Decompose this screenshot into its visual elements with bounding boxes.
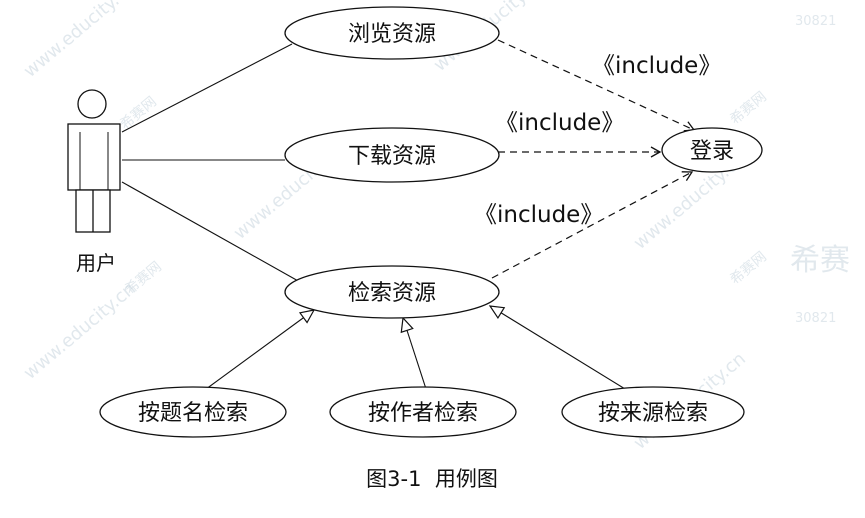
- use-case-download-label: 下载资源: [348, 144, 436, 169]
- use-case-by-source-label: 按来源检索: [598, 401, 708, 426]
- use-case-browse-label: 浏览资源: [348, 22, 436, 47]
- include-label-search: 《include》: [474, 202, 603, 228]
- generalization-by-author: [400, 316, 428, 393]
- watermark-site: www.educity.cn: [20, 278, 140, 384]
- use-case-browse[interactable]: 浏览资源: [284, 6, 500, 60]
- associations: [121, 43, 301, 283]
- include-label-download: 《include》: [495, 110, 624, 136]
- watermark-brand: 希赛网: [727, 249, 769, 288]
- association-browse: [121, 43, 293, 133]
- use-case-browse-ellipse: [284, 6, 500, 60]
- use-case-download[interactable]: 下载资源: [284, 127, 500, 183]
- actor-body: [67, 123, 121, 191]
- include-dependencies: 《include》 《include》 《include》: [474, 39, 721, 279]
- watermark-layer: www.educity.cn www.educity.cn www.educit…: [20, 0, 850, 454]
- watermark-brand: 希赛网: [117, 94, 159, 133]
- use-case-login[interactable]: 登录: [661, 127, 763, 173]
- use-case-download-ellipse: [284, 127, 500, 183]
- watermark-code: 30821: [795, 14, 836, 29]
- use-case-by-source-ellipse: [561, 386, 745, 438]
- association-search: [121, 181, 301, 283]
- actor-label: 用户: [76, 251, 116, 275]
- actor-head: [77, 89, 107, 119]
- use-case-by-title[interactable]: 按题名检索: [99, 386, 287, 438]
- watermark-site: www.educity.cn: [20, 0, 140, 82]
- watermark-brand-big: 希赛: [790, 243, 850, 278]
- use-case-by-title-ellipse: [99, 386, 287, 438]
- use-case-by-author[interactable]: 按作者检索: [329, 386, 517, 438]
- generalization-by-source: [488, 305, 631, 393]
- use-case-search-label: 检索资源: [348, 281, 436, 306]
- use-case-by-author-label: 按作者检索: [368, 401, 478, 426]
- watermark-brand: 希赛网: [122, 259, 164, 298]
- use-case-by-title-label: 按题名检索: [138, 401, 248, 426]
- include-label-browse: 《include》: [592, 53, 721, 79]
- figure-caption: 图3-1 用例图: [366, 467, 498, 491]
- watermark-brand: 希赛网: [727, 89, 769, 128]
- use-case-login-ellipse: [661, 127, 763, 173]
- use-case-login-label: 登录: [690, 139, 734, 164]
- actor-user[interactable]: 用户: [67, 89, 121, 275]
- use-case-search[interactable]: 检索资源: [284, 265, 500, 319]
- include-arrow-search: [491, 171, 694, 279]
- generalizations: [201, 305, 631, 393]
- use-case-by-author-ellipse: [329, 386, 517, 438]
- use-case-search-ellipse: [284, 265, 500, 319]
- use-case-by-source[interactable]: 按来源检索: [561, 386, 745, 438]
- watermark-code: 30821: [795, 311, 836, 326]
- generalization-by-title: [201, 309, 316, 393]
